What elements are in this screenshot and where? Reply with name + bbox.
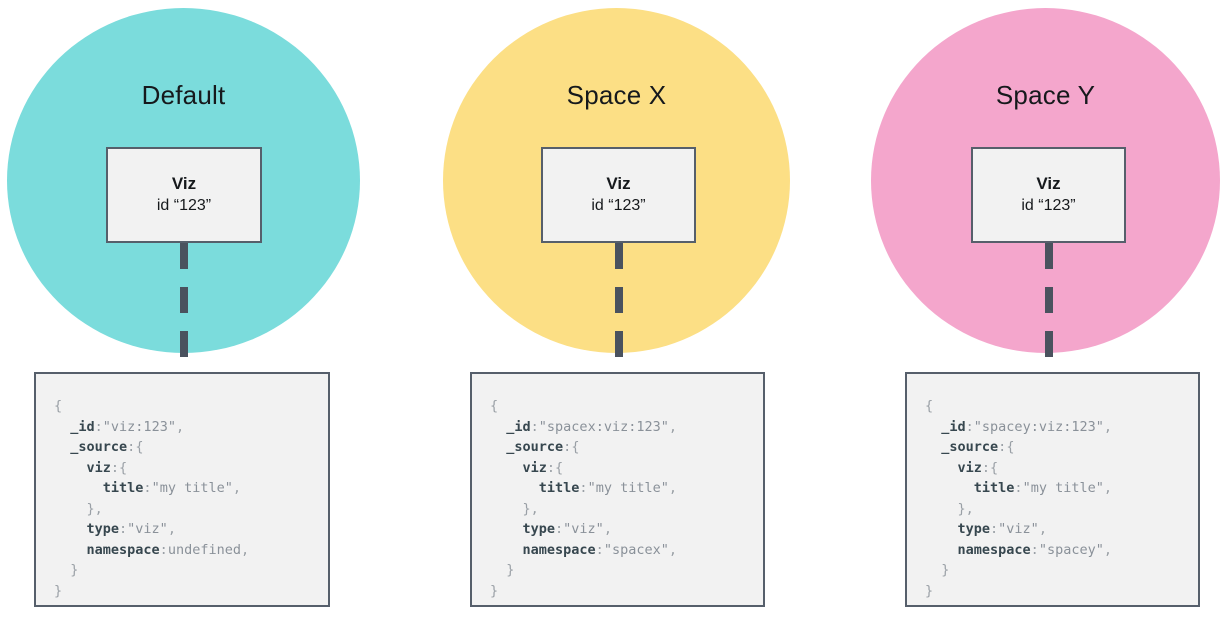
viz-node-subtitle: id “123” bbox=[1021, 197, 1076, 214]
code-line: _id:"viz:123", bbox=[70, 418, 185, 435]
panel-spacex: Space X Viz id “123” { _id:"spacex:viz:1… bbox=[437, 0, 797, 622]
panel-default: Default Viz id “123” { _id:"viz:123", _s… bbox=[0, 0, 410, 622]
code-block-spacex: { _id:"spacex:viz:123", _source:{ viz:{ … bbox=[470, 372, 765, 607]
code-line: _id:"spacey:viz:123", bbox=[941, 418, 1112, 435]
viz-node-spacex[interactable]: Viz id “123” bbox=[541, 147, 696, 243]
code-line: title:"my title", bbox=[102, 480, 241, 496]
code-line: _source:{ bbox=[70, 439, 144, 455]
code-line: } bbox=[54, 582, 63, 599]
space-label-spacex: Space X bbox=[566, 80, 667, 110]
code-text-default: { _id:"viz:123", _source:{ viz:{ title:"… bbox=[54, 396, 310, 601]
code-line: type:"viz", bbox=[522, 521, 612, 537]
code-line: viz:{ bbox=[86, 459, 128, 476]
viz-node-subtitle: id “123” bbox=[156, 197, 212, 214]
viz-node-default[interactable]: Viz id “123” bbox=[106, 147, 262, 243]
code-text-spacey: { _id:"spacey:viz:123", _source:{ viz:{ … bbox=[925, 396, 1180, 601]
code-line: }, bbox=[957, 500, 974, 517]
code-line: } bbox=[925, 582, 934, 599]
code-line: type:"viz", bbox=[86, 521, 176, 537]
code-line: title:"my title", bbox=[538, 480, 677, 496]
code-line: _id:"spacex:viz:123", bbox=[506, 418, 677, 435]
code-line: _source:{ bbox=[941, 439, 1015, 455]
code-line: type:"viz", bbox=[957, 521, 1047, 537]
dashed-connector-spacex bbox=[615, 243, 623, 373]
code-line: namespace:undefined, bbox=[86, 541, 250, 558]
viz-node-title: Viz bbox=[171, 174, 197, 193]
code-line: { bbox=[925, 398, 934, 414]
viz-node-title: Viz bbox=[606, 174, 631, 193]
code-line: viz:{ bbox=[957, 459, 999, 476]
code-block-spacey: { _id:"spacey:viz:123", _source:{ viz:{ … bbox=[905, 372, 1200, 607]
panel-spacey: Space Y Viz id “123” { _id:"spacey:viz:1… bbox=[865, 0, 1228, 622]
code-line: } bbox=[490, 582, 499, 599]
code-text-spacex: { _id:"spacex:viz:123", _source:{ viz:{ … bbox=[490, 396, 745, 601]
code-line: namespace:"spacex", bbox=[522, 541, 677, 558]
code-line: }, bbox=[522, 500, 539, 517]
code-line: title:"my title", bbox=[973, 480, 1112, 496]
code-line: }, bbox=[86, 500, 103, 517]
space-label-default: Default bbox=[141, 80, 226, 110]
code-line: namespace:"spacey", bbox=[957, 541, 1112, 558]
code-line: _source:{ bbox=[506, 439, 580, 455]
viz-node-spacey[interactable]: Viz id “123” bbox=[971, 147, 1126, 243]
viz-node-subtitle: id “123” bbox=[591, 197, 646, 214]
dashed-connector-spacey bbox=[1045, 243, 1053, 373]
dashed-connector-default bbox=[180, 243, 188, 373]
code-line: } bbox=[70, 562, 79, 578]
code-line: { bbox=[490, 398, 499, 414]
viz-node-title: Viz bbox=[1036, 174, 1061, 193]
code-block-default: { _id:"viz:123", _source:{ viz:{ title:"… bbox=[34, 372, 330, 607]
space-label-spacey: Space Y bbox=[995, 80, 1096, 110]
code-line: } bbox=[941, 562, 950, 578]
code-line: { bbox=[54, 398, 63, 414]
code-line: viz:{ bbox=[522, 459, 564, 476]
code-line: } bbox=[506, 562, 515, 578]
